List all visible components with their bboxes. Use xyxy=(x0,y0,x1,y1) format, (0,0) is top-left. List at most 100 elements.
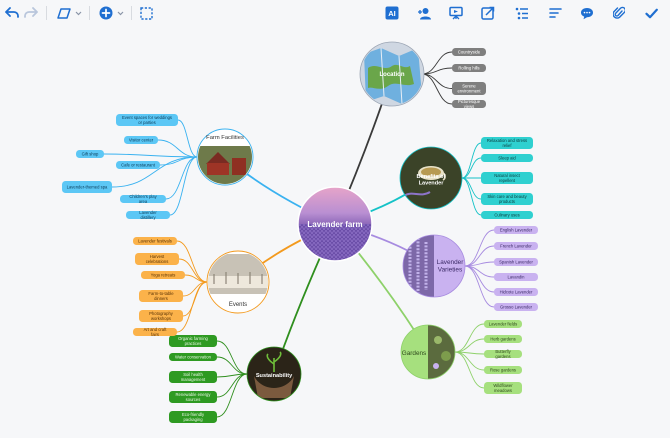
subtopic-facilities[interactable]: Lavender-themed spa xyxy=(62,181,112,193)
hands-seedling-image xyxy=(247,347,301,401)
select-button[interactable] xyxy=(138,3,154,23)
ai-button[interactable]: AI xyxy=(384,3,400,23)
subtopic-facilities[interactable]: Gift shop xyxy=(76,150,104,158)
central-topic-label: Lavender farm xyxy=(307,220,362,229)
subtopic-connector xyxy=(111,156,198,188)
subtopic-label: Yoga retreats xyxy=(151,273,176,278)
subtopic-connector xyxy=(454,351,485,371)
presentation-button[interactable] xyxy=(448,3,464,23)
subtopic-varieties[interactable]: English Lavender xyxy=(494,226,538,234)
subtopic-pill xyxy=(62,181,112,193)
add-user-button[interactable] xyxy=(416,3,432,23)
subtopic-label: English Lavender xyxy=(500,228,533,233)
subtopic-label: Countryside xyxy=(458,50,481,55)
subtopic-benefits[interactable]: Sleep aid xyxy=(481,154,533,162)
notes-button[interactable] xyxy=(547,3,563,23)
share-button[interactable] xyxy=(480,3,496,23)
toolbar-divider xyxy=(131,6,132,20)
subtopic-varieties[interactable]: Hidcote Lavender xyxy=(494,288,538,296)
add-button[interactable] xyxy=(98,3,114,23)
subtopic-label: Herb gardens xyxy=(490,337,515,342)
subtopic-varieties[interactable]: Grosso Lavender xyxy=(494,303,538,311)
subtopic-label: Lavandin xyxy=(508,275,526,280)
subtopic-location[interactable]: Countryside xyxy=(452,48,486,56)
subtopic-pill xyxy=(494,242,538,250)
attachment-button[interactable] xyxy=(611,3,627,23)
topic-farm-facilities[interactable]: Farm Facilities xyxy=(196,128,254,186)
subtopic-benefits[interactable]: Culinary uses xyxy=(481,211,533,219)
subtopic-gardens[interactable]: Rose gardens xyxy=(484,366,522,374)
redo-button[interactable] xyxy=(23,3,39,23)
subtopic-connector xyxy=(216,340,248,375)
topic-location[interactable]: Location xyxy=(359,41,425,107)
subtopic-sustainability[interactable]: Water conservation xyxy=(169,353,217,361)
subtopic-pill xyxy=(169,353,217,361)
subtopic-label: Lavender festivals xyxy=(138,239,172,244)
subtopic-varieties[interactable]: Lavandin xyxy=(494,273,538,281)
subtopic-facilities[interactable]: Visitor center xyxy=(124,136,158,144)
subtopic-gardens[interactable]: Lavender fields xyxy=(484,320,522,328)
topic-events[interactable]: Events xyxy=(206,250,270,314)
subtopic-pill xyxy=(452,48,486,56)
topic-sustainability[interactable]: Sustainability xyxy=(246,346,302,402)
subtopic-gardens[interactable]: Herb gardens xyxy=(484,335,522,343)
add-dropdown[interactable] xyxy=(116,3,124,23)
toolbar: AI xyxy=(0,0,670,26)
subtopic-label: Rose gardens xyxy=(490,368,516,373)
subtopic-pill xyxy=(452,100,486,108)
subtopic-events[interactable]: Yoga retreats xyxy=(141,271,185,279)
barn-image xyxy=(198,146,252,184)
subtopic-pill xyxy=(481,172,533,184)
topic-gardens[interactable]: Gardens xyxy=(400,324,456,380)
shape-dropdown[interactable] xyxy=(74,3,82,23)
subtopic-events[interactable]: Lavender festivals xyxy=(133,237,177,245)
subtopic-varieties[interactable]: Spanish Lavender xyxy=(494,258,538,266)
undo-button[interactable] xyxy=(4,3,20,23)
confirm-button[interactable] xyxy=(643,3,659,23)
subtopic-facilities[interactable]: Cafe or restaurant xyxy=(116,161,160,169)
outline-button[interactable] xyxy=(514,3,530,23)
subtopic-connector xyxy=(103,153,198,158)
subtopic-pill xyxy=(452,82,486,95)
central-topic[interactable]: Lavender farm xyxy=(296,185,376,265)
subtopic-pill xyxy=(452,64,486,72)
subtopic-connector xyxy=(454,338,485,353)
shape-button[interactable] xyxy=(55,3,73,23)
comment-button[interactable] xyxy=(579,3,595,23)
subtopic-label: Gift shop xyxy=(82,152,99,157)
subtopic-pill xyxy=(494,258,538,266)
subtopic-pill xyxy=(133,237,177,245)
subtopic-pill xyxy=(141,271,185,279)
subtopic-location[interactable]: Rolling hills xyxy=(452,64,486,72)
subtopic-connector xyxy=(216,373,248,418)
mindmap-canvas[interactable]: Lavender farm Location xyxy=(0,26,670,438)
subtopic-varieties[interactable]: French Lavender xyxy=(494,242,538,250)
subtopic-pill xyxy=(139,290,183,302)
